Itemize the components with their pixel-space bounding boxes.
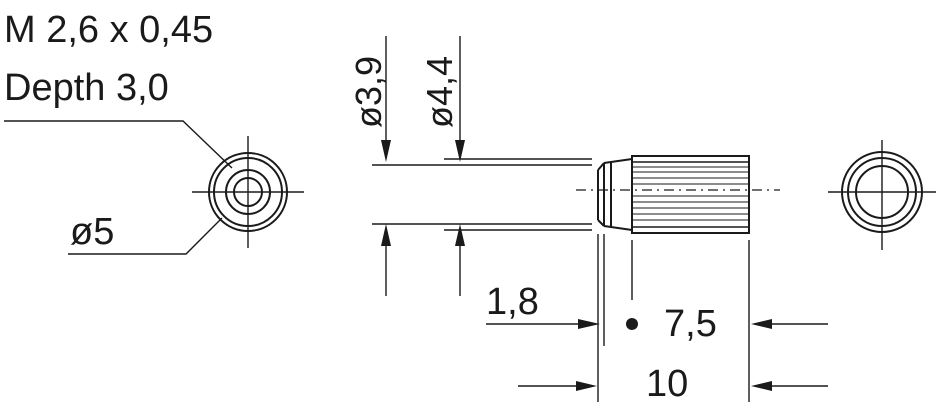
length-extension-lines — [597, 234, 750, 402]
hole-top-view — [192, 136, 304, 248]
shaft-diameter-label: ø3,9 — [348, 56, 389, 128]
head-diameter-label: ø4,4 — [419, 56, 460, 128]
hole-diameter-leader-line — [68, 217, 223, 255]
total-length-right-arrow — [751, 381, 772, 391]
pin-side-view — [372, 155, 780, 234]
pin-end-view — [828, 140, 936, 250]
knurl-pattern — [632, 166, 749, 221]
thread-leader-line — [4, 120, 233, 169]
diameter-arrows-top — [381, 36, 465, 162]
head-length-origin-dot — [626, 318, 638, 330]
shoulder-length-label: 1,8 — [486, 281, 539, 323]
total-length-label: 10 — [646, 363, 688, 405]
hole-diameter-label: ø5 — [70, 211, 114, 253]
diameter-arrows-bottom — [381, 224, 465, 296]
thread-depth-label: Depth 3,0 — [4, 67, 169, 109]
thread-spec-label: M 2,6 x 0,45 — [4, 9, 213, 51]
shoulder-length-arrow — [578, 319, 600, 329]
head-length-arrow — [751, 319, 772, 329]
total-length-left-arrow — [576, 381, 597, 391]
head-length-label: 7,5 — [664, 303, 717, 345]
